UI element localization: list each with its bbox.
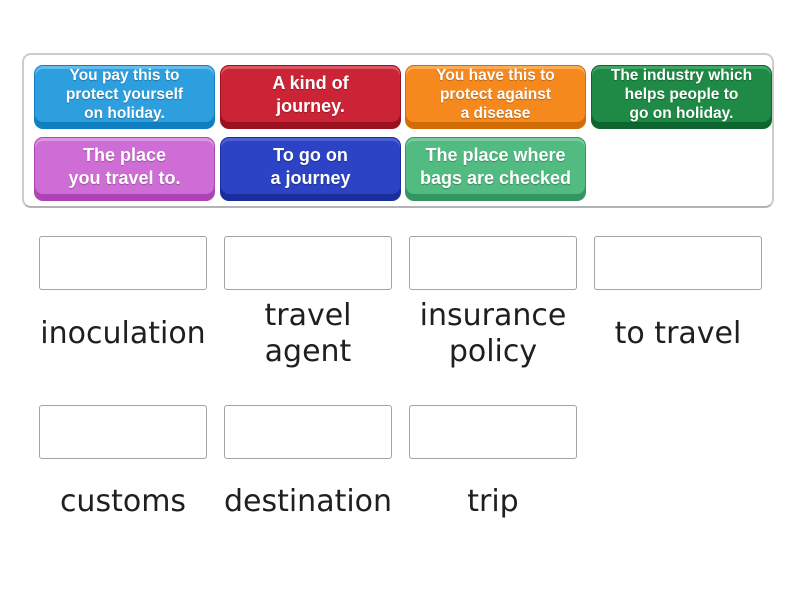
answer-label-customs: customs	[59, 484, 187, 519]
drop-slot-customs[interactable]	[39, 405, 207, 459]
drop-slot-insurance-policy[interactable]	[409, 236, 577, 290]
drop-slot-to-travel[interactable]	[594, 236, 762, 290]
definition-cards-panel: You pay this to protect yourself on holi…	[22, 53, 774, 208]
definition-card-destination[interactable]: The place you travel to.	[34, 137, 215, 201]
answer-label-insurance-policy: insurance policy	[419, 298, 567, 369]
definition-card-to-travel[interactable]: To go on a journey	[220, 137, 401, 201]
definition-card-travel-agent[interactable]: The industry which helps people to go on…	[591, 65, 772, 129]
drop-slot-travel-agent[interactable]	[224, 236, 392, 290]
answer-label-trip: trip	[467, 484, 519, 519]
drop-slot-inoculation[interactable]	[39, 236, 207, 290]
definition-card-customs[interactable]: The place where bags are checked	[405, 137, 586, 201]
definition-card-trip[interactable]: A kind of journey.	[220, 65, 401, 129]
definition-card-insurance-policy[interactable]: You pay this to protect yourself on holi…	[34, 65, 215, 129]
answer-label-to-travel: to travel	[614, 316, 742, 351]
drop-slot-destination[interactable]	[224, 405, 392, 459]
answer-label-travel-agent: travel agent	[264, 298, 352, 369]
answer-label-inoculation: inoculation	[40, 316, 206, 351]
drop-slot-trip[interactable]	[409, 405, 577, 459]
definition-card-inoculation[interactable]: You have this to protect against a disea…	[405, 65, 586, 129]
answer-label-destination: destination	[223, 484, 393, 519]
